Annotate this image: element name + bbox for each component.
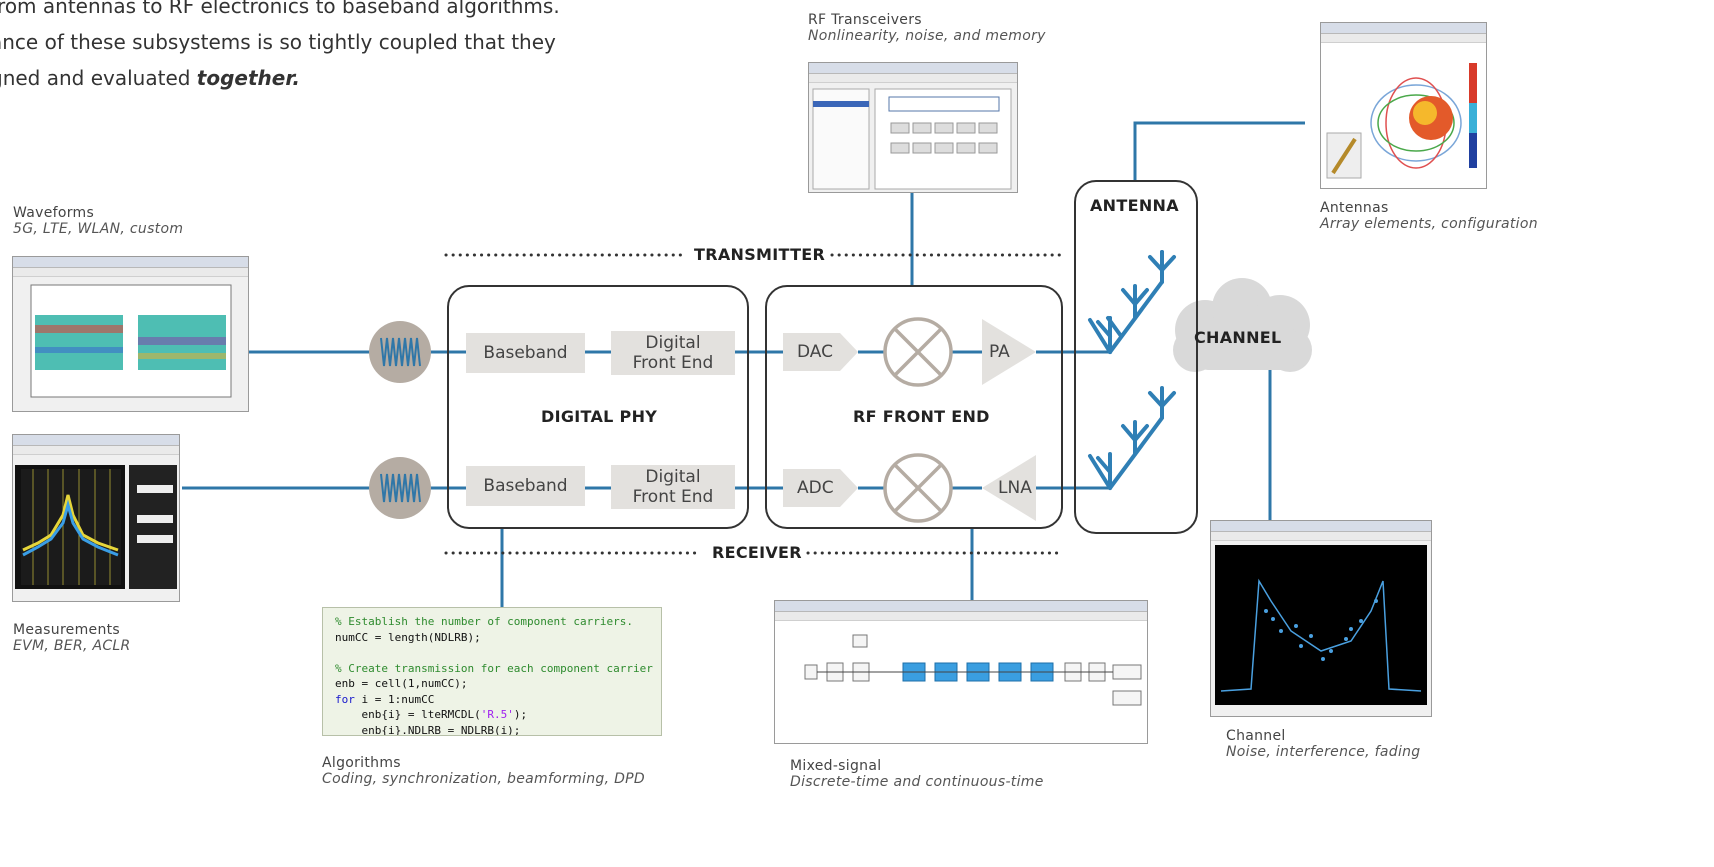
rx-digital-front-end-block: Digital Front End — [611, 465, 735, 509]
rx-baseband-block: Baseband — [466, 466, 585, 506]
channel-subtitle: Noise, interference, fading — [1226, 744, 1421, 760]
antenna-box — [1074, 180, 1198, 534]
mixed-signal-caption: Mixed-signal Discrete-time and continuou… — [790, 758, 1044, 790]
rf-transceivers-caption: RF Transceivers Nonlinearity, noise, and… — [808, 12, 1046, 44]
tx-mixer-icon — [883, 317, 953, 387]
antennas-screenshot — [1320, 22, 1487, 189]
pa-shape — [982, 319, 1036, 385]
adc-label: ADC — [797, 478, 834, 498]
algorithms-code-snippet: % Establish the number of component carr… — [322, 607, 662, 736]
rx-mixer-icon — [883, 453, 953, 523]
intro-emphasis: together. — [196, 66, 300, 90]
dac-label: DAC — [797, 342, 833, 362]
lna-shape — [982, 455, 1036, 521]
measurements-title: Measurements — [13, 622, 121, 638]
tx-baseband-block: Baseband — [466, 333, 585, 373]
algorithms-subtitle: Coding, synchronization, beamforming, DP… — [322, 771, 645, 787]
antennas-caption: Antennas Array elements, configuration — [1320, 200, 1538, 232]
rx-dfe-line-2: Front End — [632, 487, 714, 507]
tx-waveform-icon — [369, 321, 431, 383]
waveforms-caption: Waveforms 5G, LTE, WLAN, custom — [13, 205, 183, 237]
rx-antenna-array-icon — [1088, 386, 1176, 490]
algorithms-caption: Algorithms Coding, synchronization, beam… — [322, 755, 645, 787]
mixed-signal-subtitle: Discrete-time and continuous-time — [790, 774, 1044, 790]
antennas-title: Antennas — [1320, 200, 1389, 216]
waveforms-title: Waveforms — [13, 205, 95, 221]
code-line — [335, 645, 661, 661]
tx-digital-front-end-block: Digital Front End — [611, 331, 735, 375]
measurements-screenshot — [12, 434, 180, 602]
tx-dfe-line-1: Digital — [645, 333, 701, 353]
channel-screenshot — [1210, 520, 1432, 717]
mixed-signal-title: Mixed-signal — [790, 758, 882, 774]
intro-text: from antennas to RF electronics to baseb… — [0, 0, 710, 96]
adc-shape — [783, 469, 858, 507]
intro-line-1: from antennas to RF electronics to baseb… — [0, 0, 560, 18]
intro-line-3: gned and evaluated together. — [0, 66, 300, 90]
transmitter-label: TRANSMITTER — [690, 245, 830, 264]
dac-shape — [783, 333, 858, 371]
mixed-signal-screenshot — [774, 600, 1148, 744]
intro-line-2: ance of these subsystems is so tightly c… — [0, 30, 556, 54]
code-line: % Create transmission for each component… — [335, 661, 653, 675]
digital-phy-label: DIGITAL PHY — [541, 407, 658, 426]
code-line: enb{i} = lteRMCDL('R.5'); — [335, 708, 528, 721]
rx-dfe-line-1: Digital — [645, 467, 701, 487]
rx-waveform-icon — [369, 457, 431, 519]
code-line: for i = 1:numCC — [335, 692, 435, 706]
code-line: % Establish the number of component carr… — [335, 615, 634, 628]
rf-front-end-box — [765, 285, 1063, 529]
measurements-subtitle: EVM, BER, ACLR — [13, 638, 131, 654]
waveforms-screenshot — [12, 256, 249, 412]
antenna-label: ANTENNA — [1090, 196, 1179, 215]
rf-transceivers-title: RF Transceivers — [808, 12, 922, 28]
rf-transceivers-subtitle: Nonlinearity, noise, and memory — [808, 28, 1046, 44]
lna-label: LNA — [998, 478, 1032, 498]
rf-transceivers-screenshot — [808, 62, 1018, 193]
antennas-subtitle: Array elements, configuration — [1320, 216, 1538, 232]
code-line: enb = cell(1,numCC); — [335, 677, 468, 690]
rf-front-end-label: RF FRONT END — [853, 407, 990, 426]
receiver-label: RECEIVER — [708, 543, 806, 562]
channel-label: CHANNEL — [1194, 328, 1282, 347]
algorithms-title: Algorithms — [322, 755, 401, 771]
channel-cloud-icon — [1173, 278, 1312, 372]
channel-caption: Channel Noise, interference, fading — [1226, 728, 1421, 760]
channel-title: Channel — [1226, 728, 1286, 744]
tx-antenna-array-icon — [1088, 250, 1176, 354]
measurements-caption: Measurements EVM, BER, ACLR — [13, 622, 131, 654]
tx-dfe-line-2: Front End — [632, 353, 714, 373]
waveforms-subtitle: 5G, LTE, WLAN, custom — [13, 221, 184, 237]
pa-label: PA — [989, 342, 1010, 362]
code-line: numCC = length(NDLRB); — [335, 630, 481, 644]
digital-phy-box — [447, 285, 749, 529]
code-line: enb{i}.NDLRB = NDLRB(i); — [335, 723, 521, 736]
